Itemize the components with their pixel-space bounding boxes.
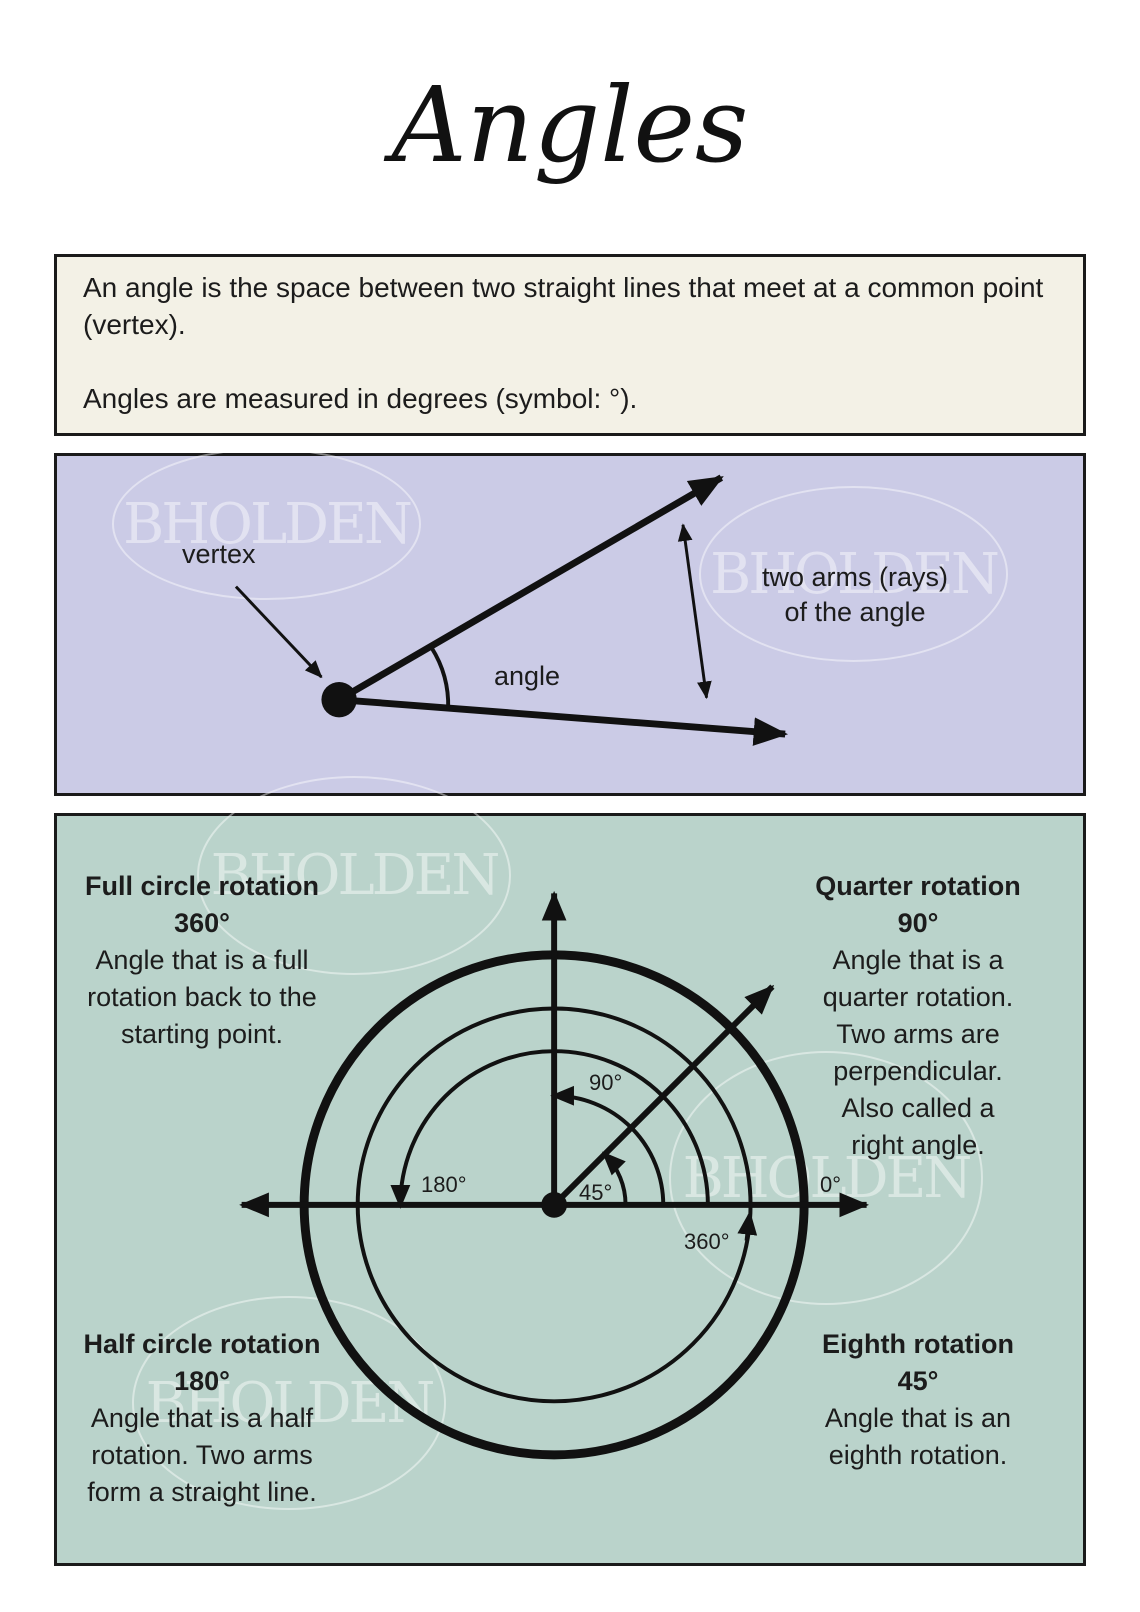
full-rotation-line: Angle that is a full <box>95 945 309 975</box>
zero-degree-label: 0° <box>820 1172 842 1197</box>
quarter-rotation-line: quarter rotation. <box>822 982 1014 1012</box>
definition-text: An angle is the space between two straig… <box>83 272 1044 340</box>
angle-anatomy-diagram <box>234 474 789 746</box>
definition-box: An angle is the space between two straig… <box>54 254 1086 436</box>
watermark-logo: BHOLDEN <box>112 448 421 600</box>
half-rotation-heading: Half circle rotation <box>83 1329 321 1359</box>
half-rotation-line: rotation. Two arms <box>91 1440 313 1470</box>
full-rotation-note: Full circle rotation 360° Angle that is … <box>52 868 352 1053</box>
ninety-degree-label: 90° <box>589 1070 623 1095</box>
diagonal-arm <box>552 984 775 1207</box>
full-rotation-heading: Full circle rotation <box>84 871 320 901</box>
half-rotation-line: Angle that is a half <box>90 1403 314 1433</box>
center-point <box>541 1191 568 1218</box>
vertex-label: vertex <box>182 539 256 569</box>
page-title: Angles <box>391 64 749 186</box>
half-rotation-degrees: 180° <box>174 1366 230 1396</box>
full-rotation-arrow <box>737 1210 758 1241</box>
watermark-text: BHOLDEN <box>145 1370 436 1436</box>
quarter-rotation-degrees: 90° <box>897 908 939 938</box>
angle-anatomy-panel: BHOLDEN BHOLDEN vertex angle two arms (r… <box>54 448 1086 796</box>
quarter-rotation-line: right angle. <box>851 1130 985 1160</box>
quarter-rotation-line: Angle that is a <box>832 945 1004 975</box>
quarter-rotation-heading: Quarter rotation <box>815 871 1021 901</box>
half-rotation-note: Half circle rotation 180° Angle that is … <box>52 1326 352 1511</box>
one-eighty-degree-label: 180° <box>421 1172 467 1197</box>
half-rotation-line: form a straight line. <box>87 1477 317 1507</box>
rotation-diagram <box>239 890 870 1460</box>
angle-arc <box>429 646 451 709</box>
watermark-text: BHOLDEN <box>210 843 501 908</box>
watermark-logo: BHOLDEN <box>669 1051 983 1305</box>
full-rotation-line: starting point. <box>120 1019 284 1049</box>
eighth-rotation-note: Eighth rotation 45° Angle that is an eig… <box>768 1326 1068 1474</box>
quarter-rotation-note: Quarter rotation 90° Angle that is a qua… <box>768 868 1068 1164</box>
arms-label-line2: of the angle <box>784 597 926 627</box>
watermark-text: BHOLDEN <box>710 541 1000 607</box>
arms-double-arrow <box>677 523 712 700</box>
watermark-logo: BHOLDEN <box>197 776 511 975</box>
watermark-text: BHOLDEN <box>682 1145 973 1211</box>
eighth-rotation-heading: Eighth rotation <box>822 1329 1014 1359</box>
degrees-text: Angles are measured in degrees (symbol: … <box>83 383 638 414</box>
watermark-logo: BHOLDEN <box>132 1296 446 1510</box>
lower-arm <box>338 696 789 746</box>
full-rotation-line: rotation back to the <box>87 982 317 1012</box>
vertex-point <box>321 681 357 718</box>
quarter-rotation-line: Two arms are <box>836 1019 1000 1049</box>
upper-arm <box>337 474 724 703</box>
rotation-panel: BHOLDEN BHOLDEN BHOLDEN 0° 45° 90° 180° … <box>52 776 1086 1566</box>
quarter-rotation-line: Also called a <box>841 1093 995 1123</box>
quarter-rotation-line: perpendicular. <box>833 1056 1003 1086</box>
eighth-rotation-line: eighth rotation. <box>828 1440 1008 1470</box>
three-sixty-degree-label: 360° <box>684 1229 730 1254</box>
forty-five-degree-label: 45° <box>579 1180 613 1205</box>
full-rotation-degrees: 360° <box>174 908 230 938</box>
eighth-rotation-line: Angle that is an <box>824 1403 1012 1433</box>
eighth-rotation-degrees: 45° <box>897 1366 939 1396</box>
watermark-text: BHOLDEN <box>123 491 413 557</box>
vertex-pointer-arrow <box>234 585 323 679</box>
arms-label-line1: two arms (rays) <box>761 562 948 592</box>
eighth-rotation-arc <box>601 1151 628 1205</box>
angle-label: angle <box>494 661 561 691</box>
